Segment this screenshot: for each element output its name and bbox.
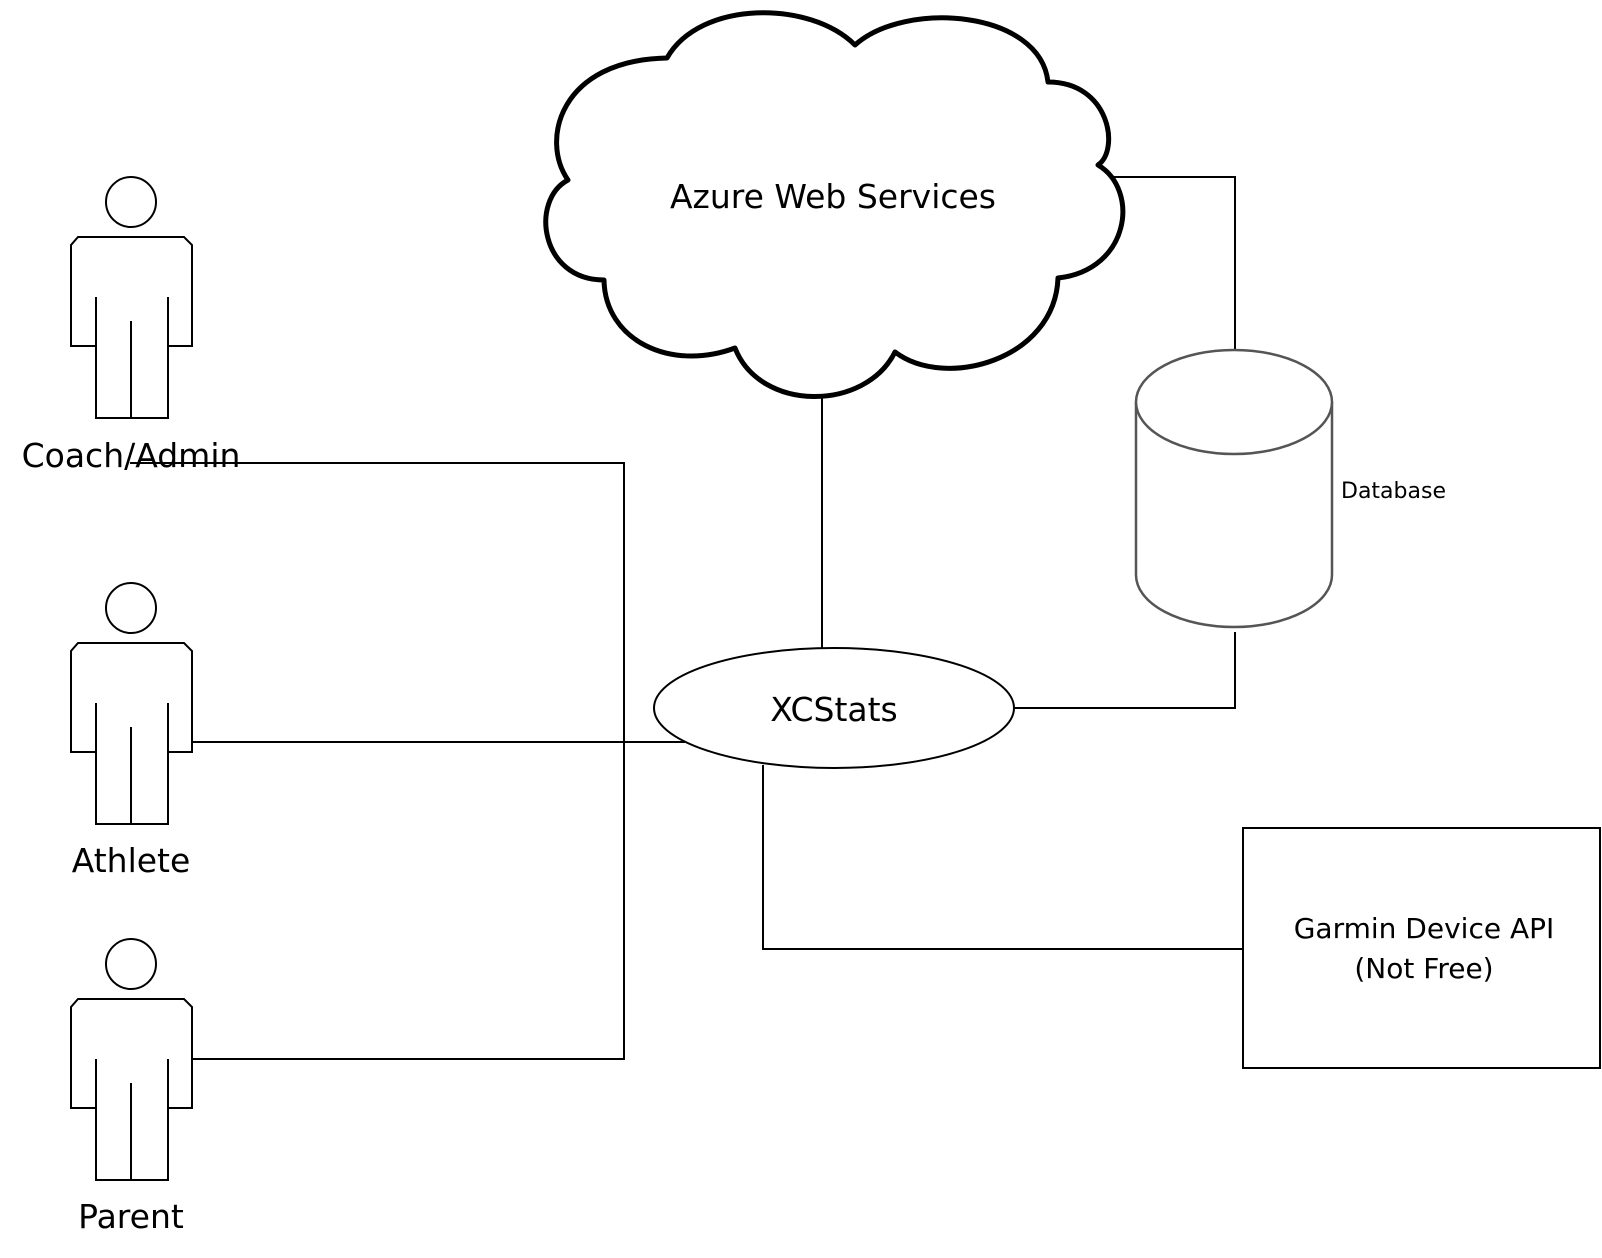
actor-head: [105, 582, 157, 634]
actor-label-coach-admin: Coach/Admin: [22, 436, 241, 475]
cloud-label: Azure Web Services: [670, 177, 996, 216]
database-cylinder-body: [1134, 402, 1334, 629]
xcstats-node: XCStats: [653, 647, 1015, 769]
actor-label-athlete: Athlete: [72, 841, 191, 880]
xcstats-label: XCStats: [770, 690, 898, 729]
garmin-api-box: [1242, 827, 1601, 1069]
database: Database: [1134, 348, 1446, 629]
garmin-api-label-line1: Garmin Device API: [1294, 912, 1555, 945]
actor-label-parent: Parent: [78, 1197, 184, 1236]
cloud-shape: [543, 10, 1126, 399]
connector-coach-to-trunk: [130, 462, 625, 1060]
xcstats-ellipse: [653, 647, 1015, 769]
connector-database-to-xcstats: [1014, 632, 1236, 709]
actor-head: [105, 938, 157, 990]
cloud-azure-web-services: Azure Web Services: [543, 10, 1126, 399]
actor-parent: Parent: [70, 938, 193, 1236]
actor-athlete: Athlete: [70, 582, 193, 880]
actor-head: [105, 176, 157, 228]
connector-cloud-to-database: [1113, 176, 1236, 349]
garmin-api-label-line2: (Not Free): [1354, 952, 1493, 985]
connectors: [130, 176, 1243, 1060]
database-label: Database: [1341, 479, 1446, 504]
database-cylinder-top: [1134, 348, 1334, 456]
actor-coach-admin: Coach/Admin: [22, 176, 241, 475]
connector-xcstats-to-garmin: [762, 765, 1243, 950]
garmin-device-api: Garmin Device API (Not Free): [1242, 827, 1601, 1069]
